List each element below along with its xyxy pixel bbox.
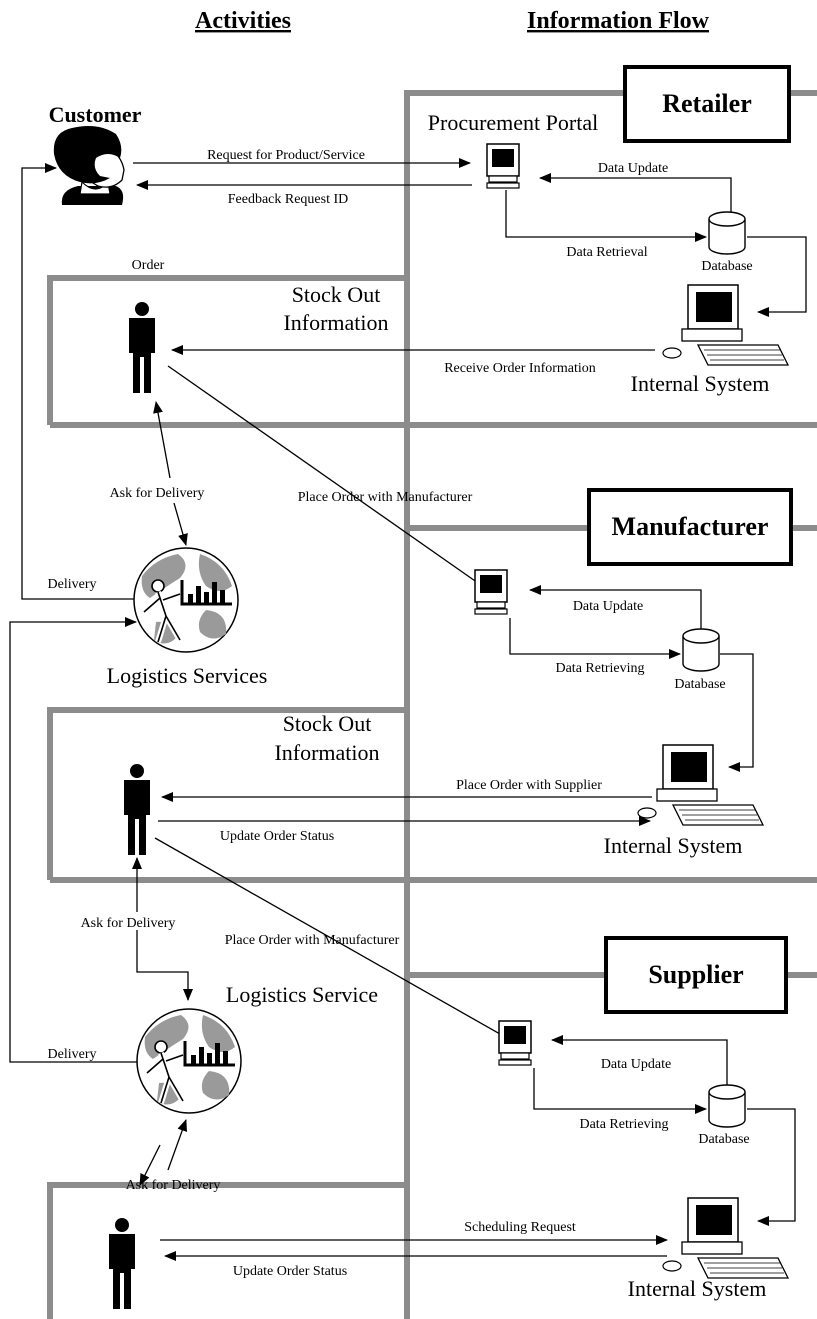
data-retrieval-label: Data Retrieval (566, 245, 647, 260)
retailer-database-label: Database (701, 259, 752, 274)
mfr-delivery-label: Delivery (48, 1047, 97, 1062)
sup-data-retrieving-arrow (533, 1068, 707, 1114)
mfr-delivery-arrow (9, 617, 137, 1063)
portal-monitor-icon (486, 143, 520, 189)
delivery-label: Delivery (48, 577, 97, 592)
place-order-arrow (167, 365, 489, 591)
manufacturer-internal-system-label: Internal System (604, 833, 743, 858)
data-update-label: Data Update (598, 161, 668, 176)
update-status-label: Update Order Status (220, 829, 334, 844)
manufacturer-person-icon (124, 764, 150, 855)
scheduling-label: Scheduling Request (464, 1220, 576, 1235)
mfr-place-order-arrow (154, 837, 515, 1043)
delivery-arrow (21, 163, 134, 600)
ask-delivery-down-arrow (173, 502, 188, 546)
customer-label: Customer (49, 102, 142, 127)
retailer-stock-out-info-label: Information (283, 310, 388, 335)
data-update-arrow (539, 173, 732, 220)
ask-delivery-up-arrow (153, 401, 171, 479)
sup-update-status-label: Update Order Status (233, 1264, 347, 1279)
mfr-data-update-label: Data Update (573, 599, 643, 614)
manufacturer-database-label: Database (674, 677, 725, 692)
sup-ask-delivery-up-arrow (167, 1119, 187, 1171)
retailer-person-icon (129, 302, 155, 393)
mfr-ask-delivery-label: Ask for Delivery (81, 916, 176, 931)
sup-data-update-arrow (551, 1035, 728, 1122)
manufacturer-database-icon (682, 628, 720, 672)
retailer-title: Retailer (662, 89, 752, 118)
mfr-place-order-label: Place Order with Manufacturer (225, 933, 400, 948)
retailer-internal-system-label: Internal System (631, 371, 770, 396)
order-label: Order (132, 258, 165, 273)
activities-header: Activities (195, 8, 291, 34)
logistics-globe-icon (134, 548, 238, 652)
retailer-internal-system-icon (662, 284, 789, 366)
mfr-ask-delivery-down-arrow (136, 930, 193, 1001)
mfr-stock-out-label: Stock Out (283, 711, 372, 736)
supplier-title: Supplier (648, 960, 743, 989)
logistics-services-label: Logistics Services (107, 663, 268, 688)
customer-icon (53, 126, 125, 205)
sup-data-retrieving-label: Data Retrieving (579, 1117, 668, 1132)
sup-data-update-label: Data Update (601, 1057, 671, 1072)
feedback-label: Feedback Request ID (228, 192, 349, 207)
sup-ask-delivery-label: Ask for Delivery (126, 1178, 221, 1193)
manufacturer-monitor-icon (474, 569, 508, 615)
retailer-database-icon (708, 211, 746, 255)
place-order-label: Place Order with Manufacturer (298, 490, 473, 505)
supplier-internal-system-icon (662, 1197, 789, 1279)
manufacturer-box (587, 488, 793, 566)
procurement-portal-label: Procurement Portal (428, 110, 598, 135)
mfr-data-retrieving-arrow (509, 618, 681, 659)
request-label: Request for Product/Service (207, 148, 365, 163)
mfr-db-to-system-arrow (720, 653, 754, 772)
retailer-stock-out-label: Stock Out (292, 282, 381, 307)
logistics-service-label: Logistics Service (226, 982, 378, 1007)
logistics-service-globe-icon (137, 1009, 241, 1113)
supplier-monitor-icon (498, 1020, 532, 1066)
ask-delivery-label: Ask for Delivery (110, 486, 205, 501)
sup-db-to-system-arrow (747, 1108, 796, 1226)
manufacturer-internal-system-icon (637, 744, 764, 826)
data-retrieval-arrow (505, 190, 707, 242)
place-order-supplier-label: Place Order with Supplier (456, 778, 602, 793)
manufacturer-title: Manufacturer (612, 512, 769, 541)
supplier-internal-system-label: Internal System (628, 1276, 767, 1301)
information-flow-header: Information Flow (527, 8, 710, 34)
mfr-data-update-arrow (529, 585, 702, 633)
mfr-data-retrieving-label: Data Retrieving (555, 661, 644, 676)
supplier-database-icon (708, 1084, 746, 1128)
supplier-database-label: Database (698, 1132, 749, 1147)
supplier-person-icon (109, 1218, 135, 1309)
sup-ask-delivery-down-arrow (139, 1144, 161, 1186)
receive-order-label: Receive Order Information (444, 361, 596, 376)
mfr-stock-out-info-label: Information (274, 740, 379, 765)
supplier-box (604, 936, 788, 1014)
db-to-system-arrow (747, 236, 807, 317)
retailer-box (623, 65, 791, 143)
